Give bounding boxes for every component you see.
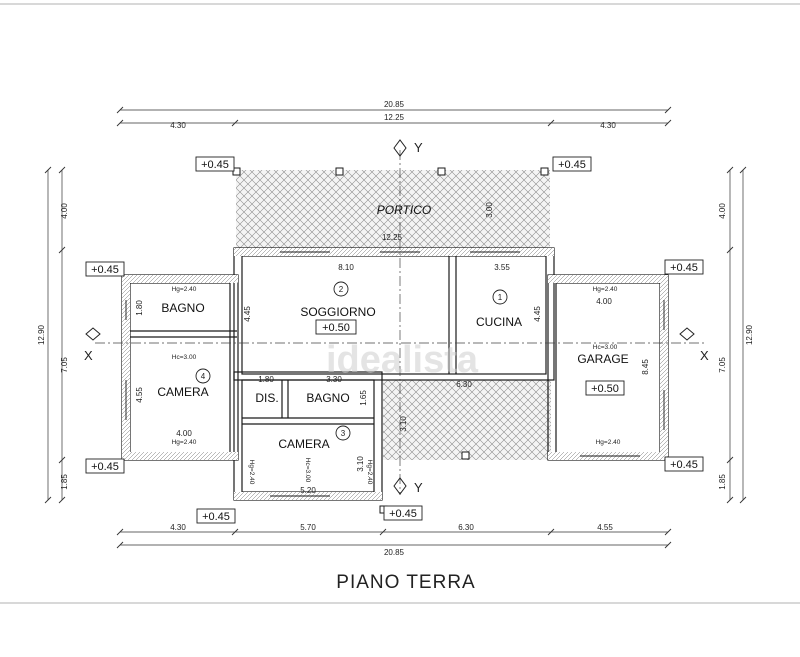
room-label-dis: DIS. (255, 391, 278, 405)
height-camera4-top: Hc=3.00 (172, 354, 197, 361)
height-camera4-bottom: Hg=2.40 (172, 439, 197, 446)
height-garage-mid: Hc=3.00 (593, 344, 618, 351)
dim-right-bottom: 1.85 (718, 474, 727, 490)
dim-bottom-2: 5.70 (300, 523, 316, 532)
dim-camera4-depth: 4.55 (135, 387, 144, 403)
dim-portico-depth: 3.00 (485, 202, 494, 218)
level-marker-3: +0.45 (91, 264, 119, 276)
dim-garage-depth: 8.45 (641, 359, 650, 375)
dim-bagno2-depth: 1.65 (359, 390, 368, 406)
room-label-camera4: CAMERA (157, 385, 208, 399)
dim-bottom-1: 4.30 (170, 523, 186, 532)
dim-passage-width: 6.30 (456, 380, 472, 389)
portico-area (236, 170, 550, 250)
axis-lines (95, 150, 705, 495)
room-number-camera3: 3 (341, 429, 346, 438)
level-box-garage (585, 380, 625, 396)
room-label-garage: GARAGE (577, 352, 628, 366)
dim-bottom-total: 20.85 (384, 548, 405, 557)
dim-left-total: 12.90 (37, 324, 46, 345)
room-number-circle (195, 368, 211, 384)
dim-right-total: 12.90 (745, 324, 754, 345)
dim-camera3-width: 5.20 (300, 486, 316, 495)
drawing-title: PIANO TERRA (336, 572, 475, 593)
height-camera3-left: Hg=2.40 (248, 460, 255, 485)
axis-label-x-right: X (700, 348, 709, 363)
dim-soggiorno-depth: 4.45 (243, 306, 252, 322)
axis-arrow-icon (85, 139, 695, 495)
dim-bottom-4: 4.55 (597, 523, 613, 532)
axis-label-x-left: X (84, 348, 93, 363)
dimension-lines (47, 109, 744, 546)
dim-dis-width: 1.80 (258, 375, 274, 384)
height-bagno-1: Hg=2.40 (172, 286, 197, 293)
windows (125, 251, 665, 497)
axis-label-y-top: Y (414, 140, 423, 155)
dim-bagno1-depth: 1.80 (135, 300, 144, 316)
dim-left-top: 4.00 (60, 203, 69, 219)
columns (232, 167, 549, 514)
level-boxes (85, 156, 704, 524)
level-box-soggiorno (315, 319, 357, 335)
dim-top-mid: 12.25 (384, 113, 405, 122)
dimension-ticks (44, 106, 747, 549)
dim-top-total: 20.85 (384, 100, 405, 109)
room-number-soggiorno: 2 (339, 285, 344, 294)
dim-camera4-width: 4.00 (176, 429, 192, 438)
height-camera3-mid: Hc=3.00 (304, 458, 311, 483)
room-label-cucina: CUCINA (476, 315, 522, 329)
room-number-circle (492, 289, 508, 305)
level-marker-4: +0.45 (670, 262, 698, 274)
level-marker-5: +0.45 (91, 461, 119, 473)
height-camera3-right: Hg=2.40 (366, 460, 373, 485)
dim-passage-depth: 3.10 (399, 416, 408, 432)
dim-top-left: 4.30 (170, 121, 186, 130)
dim-camera3-depth: 3.10 (356, 456, 365, 472)
room-number-circle (333, 281, 349, 297)
room-label-camera3: CAMERA (278, 437, 329, 451)
dim-right-mid: 7.05 (718, 357, 727, 373)
dim-top-right: 4.30 (600, 121, 616, 130)
dim-bottom-3: 6.30 (458, 523, 474, 532)
dim-cucina-width: 3.55 (494, 263, 510, 272)
room-number-circle (335, 425, 351, 441)
passage-area (383, 380, 551, 460)
dim-soggiorno-width: 8.10 (338, 263, 354, 272)
height-garage-bottom: Hg=2.40 (596, 439, 621, 446)
level-marker-1: +0.45 (201, 159, 229, 171)
level-soggiorno: +0.50 (322, 322, 350, 334)
level-marker-7: +0.45 (202, 511, 230, 523)
dim-left-bottom: 1.85 (60, 474, 69, 490)
room-label-bagno-1: BAGNO (161, 301, 204, 315)
dim-right-top: 4.00 (718, 203, 727, 219)
level-garage: +0.50 (591, 383, 619, 395)
level-marker-8: +0.45 (389, 508, 417, 520)
watermark: idealista (326, 339, 479, 381)
room-label-soggiorno: SOGGIORNO (300, 305, 375, 319)
height-garage-top: Hg=2.40 (593, 286, 618, 293)
axis-label-y-bottom: Y (414, 480, 423, 495)
dim-left-mid: 7.05 (60, 357, 69, 373)
dim-portico-width: 12.25 (382, 233, 403, 242)
room-number-cucina: 1 (498, 293, 503, 302)
level-marker-6: +0.45 (670, 459, 698, 471)
room-label-bagno-2: BAGNO (306, 391, 349, 405)
level-marker-2: +0.45 (558, 159, 586, 171)
room-number-camera4: 4 (201, 372, 206, 381)
dim-garage-width: 4.00 (596, 297, 612, 306)
dim-cucina-depth: 4.45 (533, 306, 542, 322)
dim-bagno2-width: 3.30 (326, 375, 342, 384)
room-label-portico: PORTICO (377, 203, 431, 217)
